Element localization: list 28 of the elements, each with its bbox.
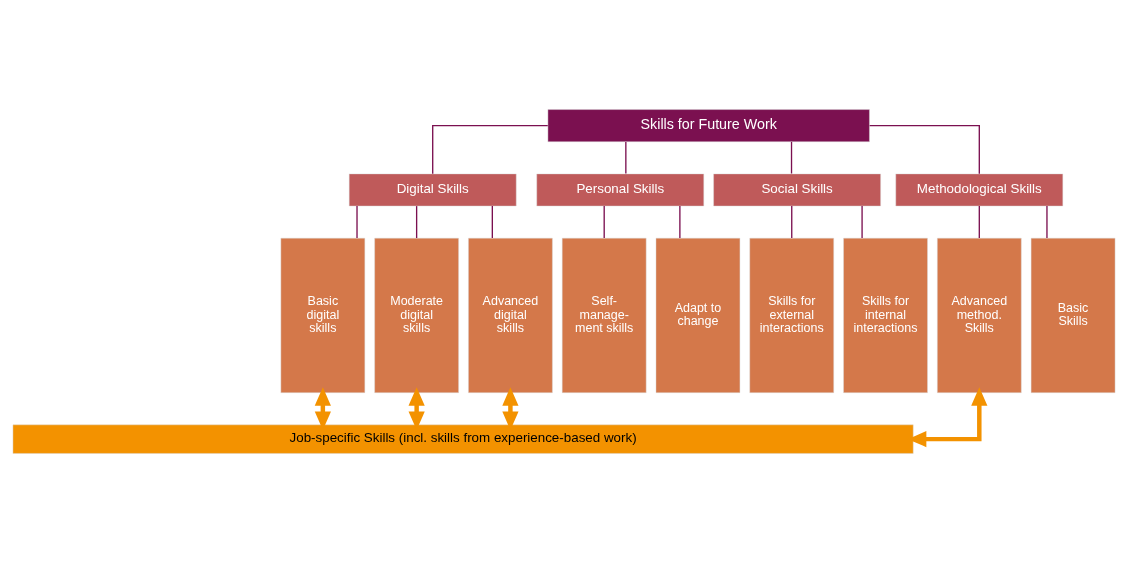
node-box: Advanced digital skills [468, 237, 553, 393]
connector [625, 141, 627, 175]
connector [791, 205, 793, 239]
node-box: Skills for internal interactions [843, 237, 928, 393]
node-box: Moderate digital skills [374, 237, 459, 393]
node-box: Digital Skills [348, 173, 517, 207]
node-box: Social Skills [713, 173, 881, 207]
connector [868, 125, 980, 175]
connector [432, 125, 549, 175]
connector [603, 205, 605, 239]
node-box: Skills for external interactions [749, 237, 834, 393]
node-box: Adapt to change [655, 237, 741, 393]
node-box: Advanced method. Skills [937, 237, 1022, 393]
connector [978, 205, 980, 239]
connector [861, 205, 863, 239]
node-box: Basic Skills [1030, 237, 1116, 393]
node-box: Personal Skills [536, 173, 704, 207]
connector [415, 205, 418, 239]
connector [491, 205, 493, 239]
connector [790, 141, 793, 175]
node-box: Self- manage- ment skills [562, 237, 647, 393]
connector [679, 205, 681, 239]
connector [356, 205, 358, 239]
node-box: Skills for Future Work [547, 109, 870, 142]
node-box: Methodological Skills [895, 173, 1064, 207]
node-box: Basic digital skills [280, 237, 366, 393]
connector [1046, 205, 1048, 239]
node-box: Job-specific Skills (incl. skills from experience-based work) [12, 424, 914, 454]
